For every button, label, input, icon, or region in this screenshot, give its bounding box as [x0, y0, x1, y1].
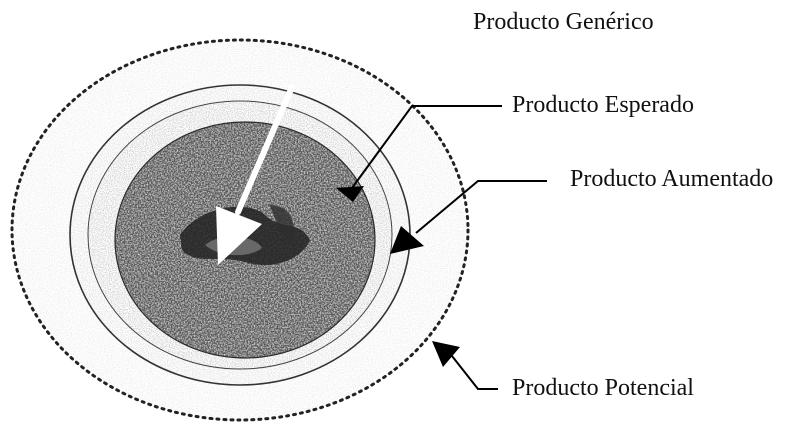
- label-augmented-product: Producto Aumentado: [570, 166, 773, 192]
- label-potential-product: Producto Potencial: [512, 375, 694, 401]
- label-generic-product: Producto Genérico: [473, 9, 654, 35]
- label-expected-product: Producto Esperado: [512, 92, 694, 118]
- potential-product-pointer: [432, 341, 498, 389]
